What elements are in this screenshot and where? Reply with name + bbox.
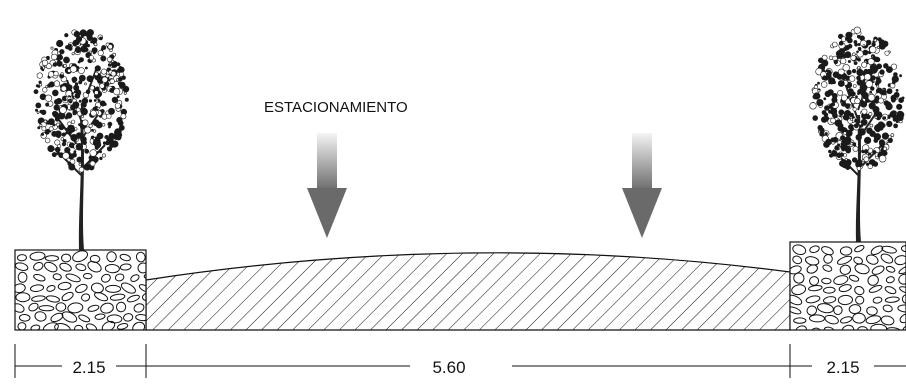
left-sidewalk-block [14,249,147,331]
diagram-title: ESTACIONAMIENTO [264,99,408,116]
arrow-down-icon [307,133,347,238]
dimension-left-sidewalk: 2.15 [72,358,105,377]
title-mask [421,97,481,117]
right-sidewalk-block [789,241,906,331]
tree-icon [809,26,905,242]
road-surface [145,252,791,331]
dimension-road: 5.60 [432,358,465,377]
arrow-down-icon [622,133,662,238]
dimension-line [14,344,906,378]
tree-icon [33,29,130,250]
dimension-right-sidewalk: 2.15 [826,358,859,377]
